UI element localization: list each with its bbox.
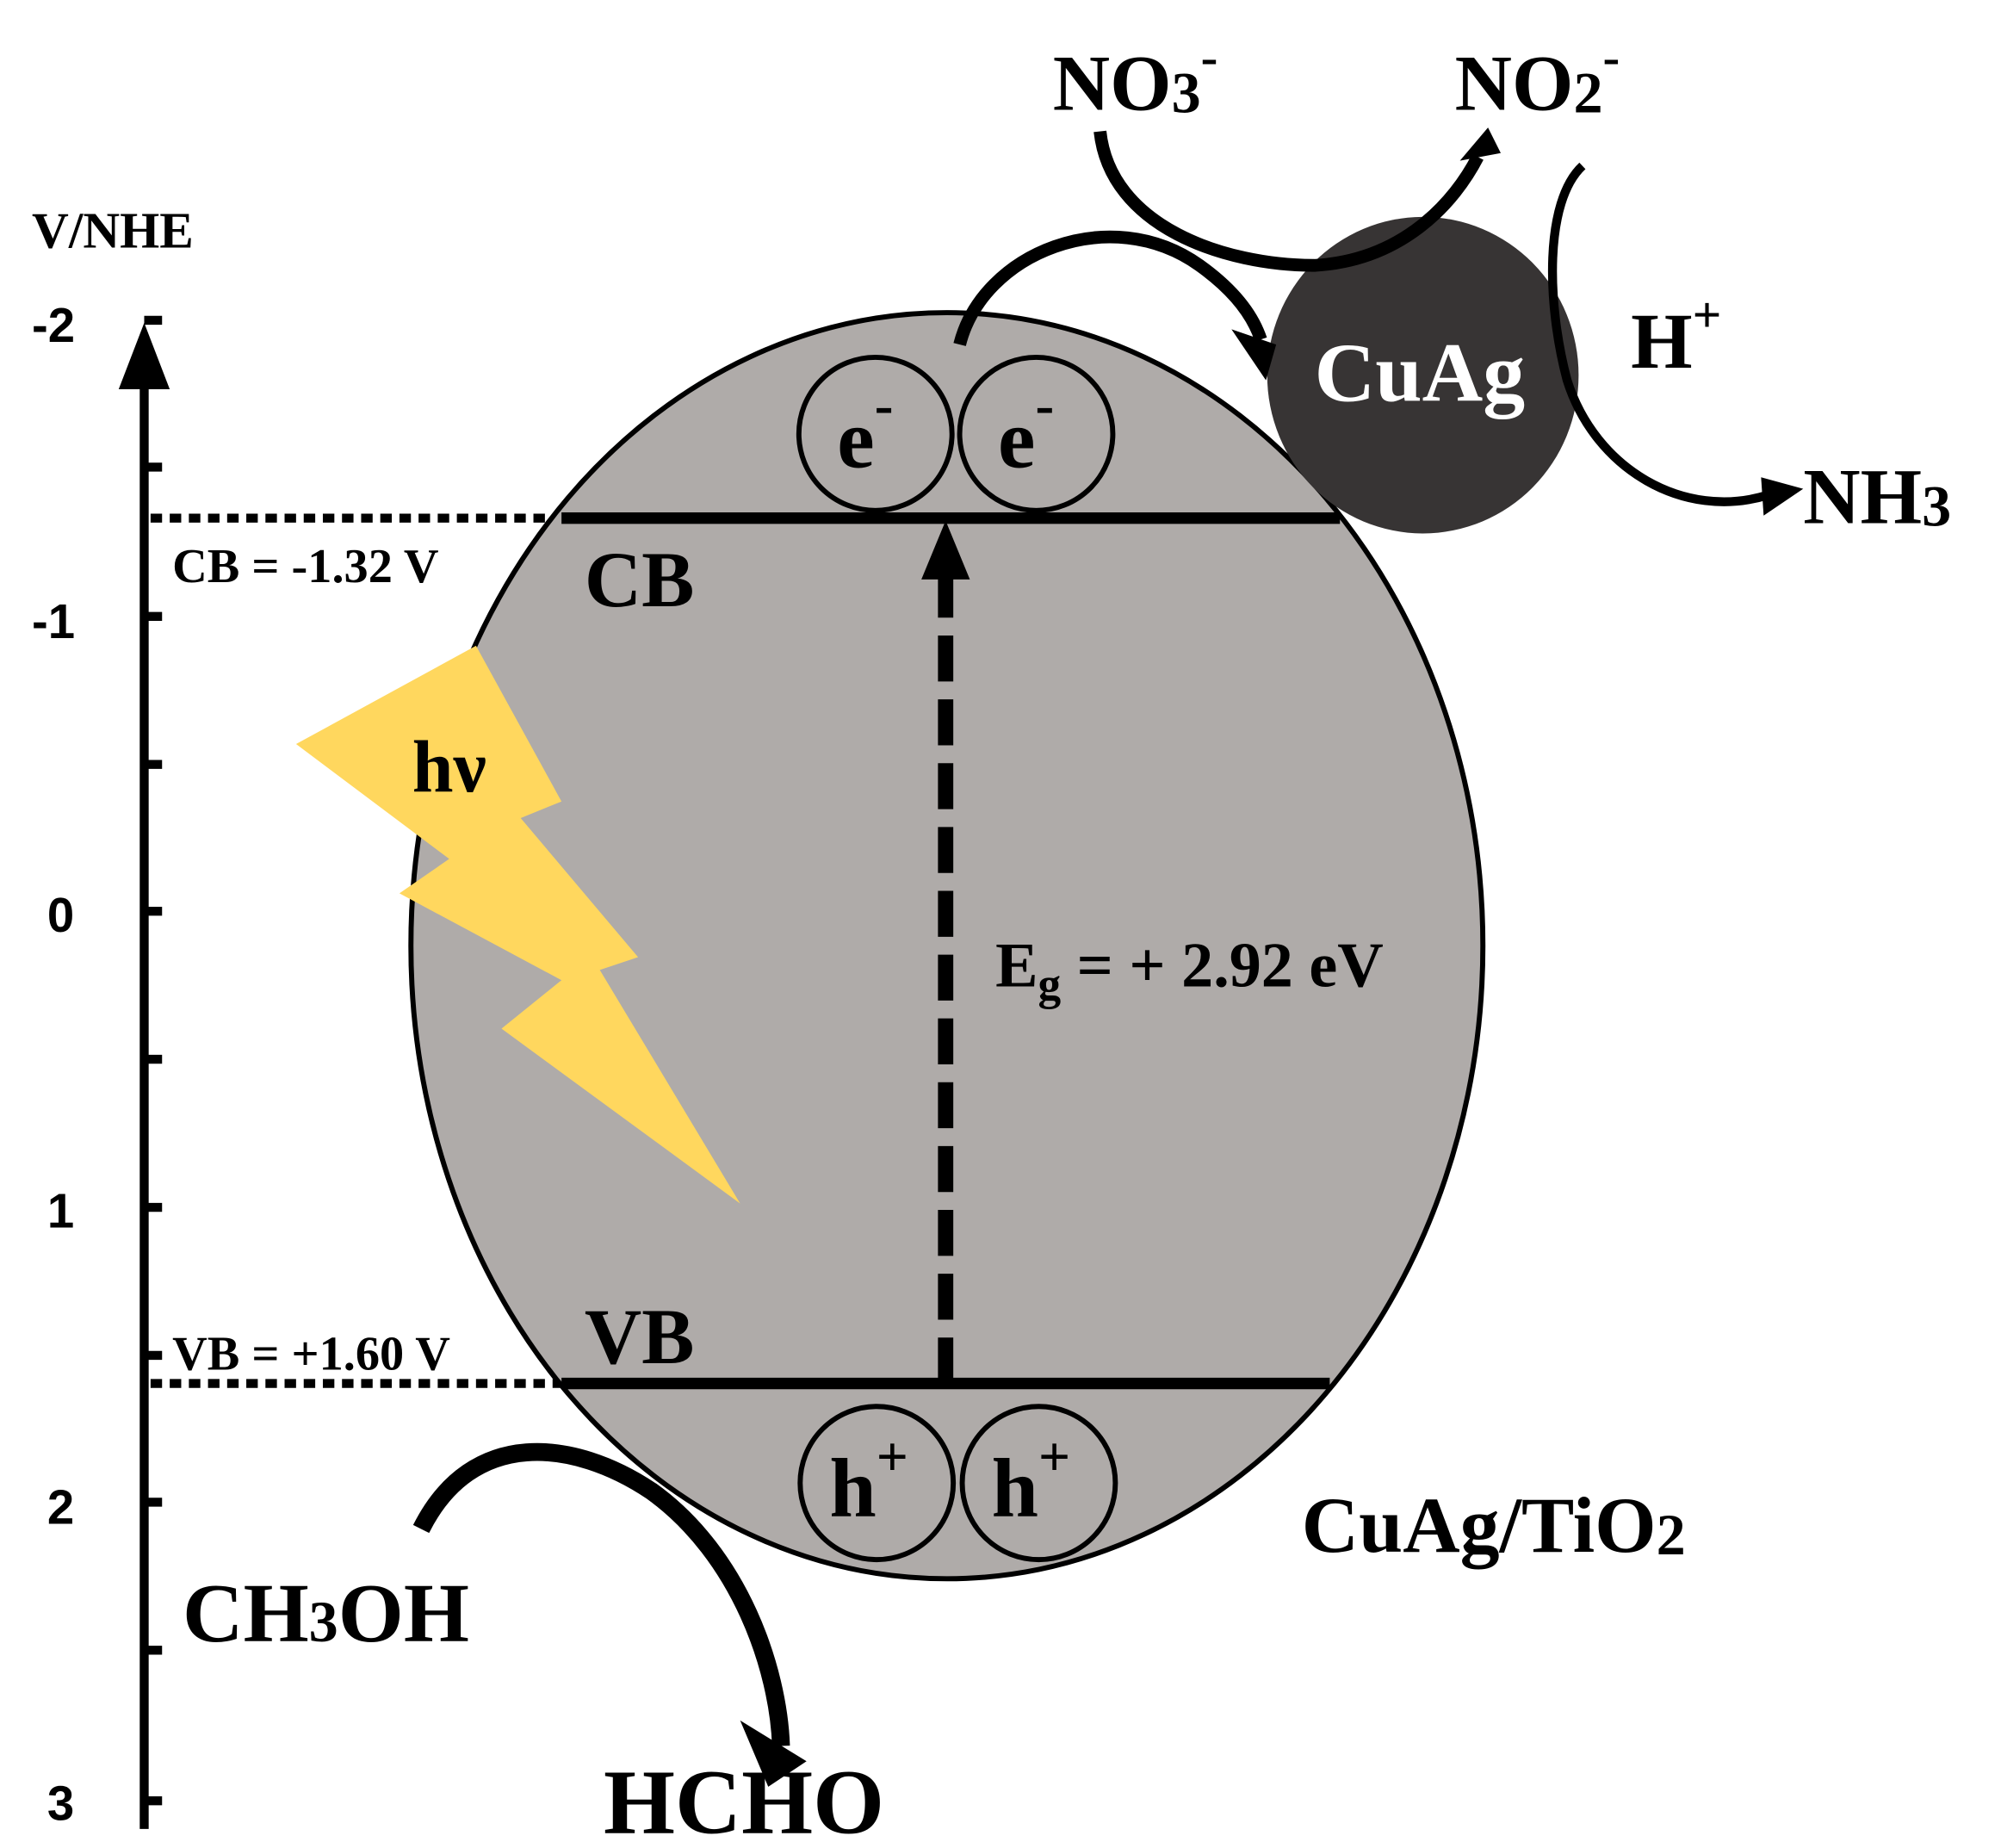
svg-text:e-: e- [998,375,1054,486]
svg-text:h+: h+ [829,1426,908,1535]
electron-pair: e- e- [796,354,1116,513]
electron-icon [796,354,955,513]
nitrate-reduction-arrow [1093,130,1484,272]
vb-value-label: VB = +1.60 V [172,1327,450,1380]
cuag-label: CuAg [1315,326,1526,419]
methanol-oxidation-arrow [412,1442,790,1746]
lightning-icon [295,645,740,1204]
proton-label: H+ [1631,286,1721,385]
tick-label: 3 [47,1776,74,1830]
tick-label: -1 [32,594,75,648]
axis-label: V/NHE [32,202,194,258]
hole-icon [797,1404,957,1563]
arrow-head-icon [921,520,970,580]
arrow-head-icon [1231,329,1277,381]
hole-pair: h+ h+ [797,1404,1118,1563]
ammonia-label: NH3 [1803,453,1951,541]
tick-label: 1 [47,1184,74,1238]
arrow-head-icon [740,1720,807,1787]
nitrate-label: NO3- [1053,28,1218,127]
catalyst-label: CuAg/TiO2 [1302,1481,1686,1569]
arrow-head-icon [1459,127,1501,161]
cb-label: CB [585,536,695,623]
nitrite-reduction-arrow [1547,162,1769,506]
tick-label: -2 [32,298,75,352]
vb-label: VB [585,1293,695,1380]
cuag-particle [1267,216,1579,534]
svg-text:e-: e- [837,375,893,486]
electron-icon [957,354,1116,513]
tick-label: 2 [47,1480,74,1535]
axis-arrow-icon [118,322,170,389]
hole-icon [959,1404,1118,1563]
nitrite-label: NO2- [1455,28,1620,127]
methanol-label: CH3OH [183,1567,469,1660]
svg-text:h+: h+ [992,1426,1071,1535]
tick-label: 0 [47,888,74,942]
potential-axis: V/NHE -2 -1 0 1 2 3 [32,202,194,1830]
bandgap-label: Eg = + 2.92 eV [995,931,1384,1010]
tio2-particle [408,310,1486,1582]
light-label: hν [412,725,486,808]
electron-transfer-arrow [953,230,1267,347]
formaldehyde-label: HCHO [604,1752,884,1848]
arrow-head-icon [1761,477,1804,516]
cb-value-label: CB = -1.32 V [172,540,439,593]
